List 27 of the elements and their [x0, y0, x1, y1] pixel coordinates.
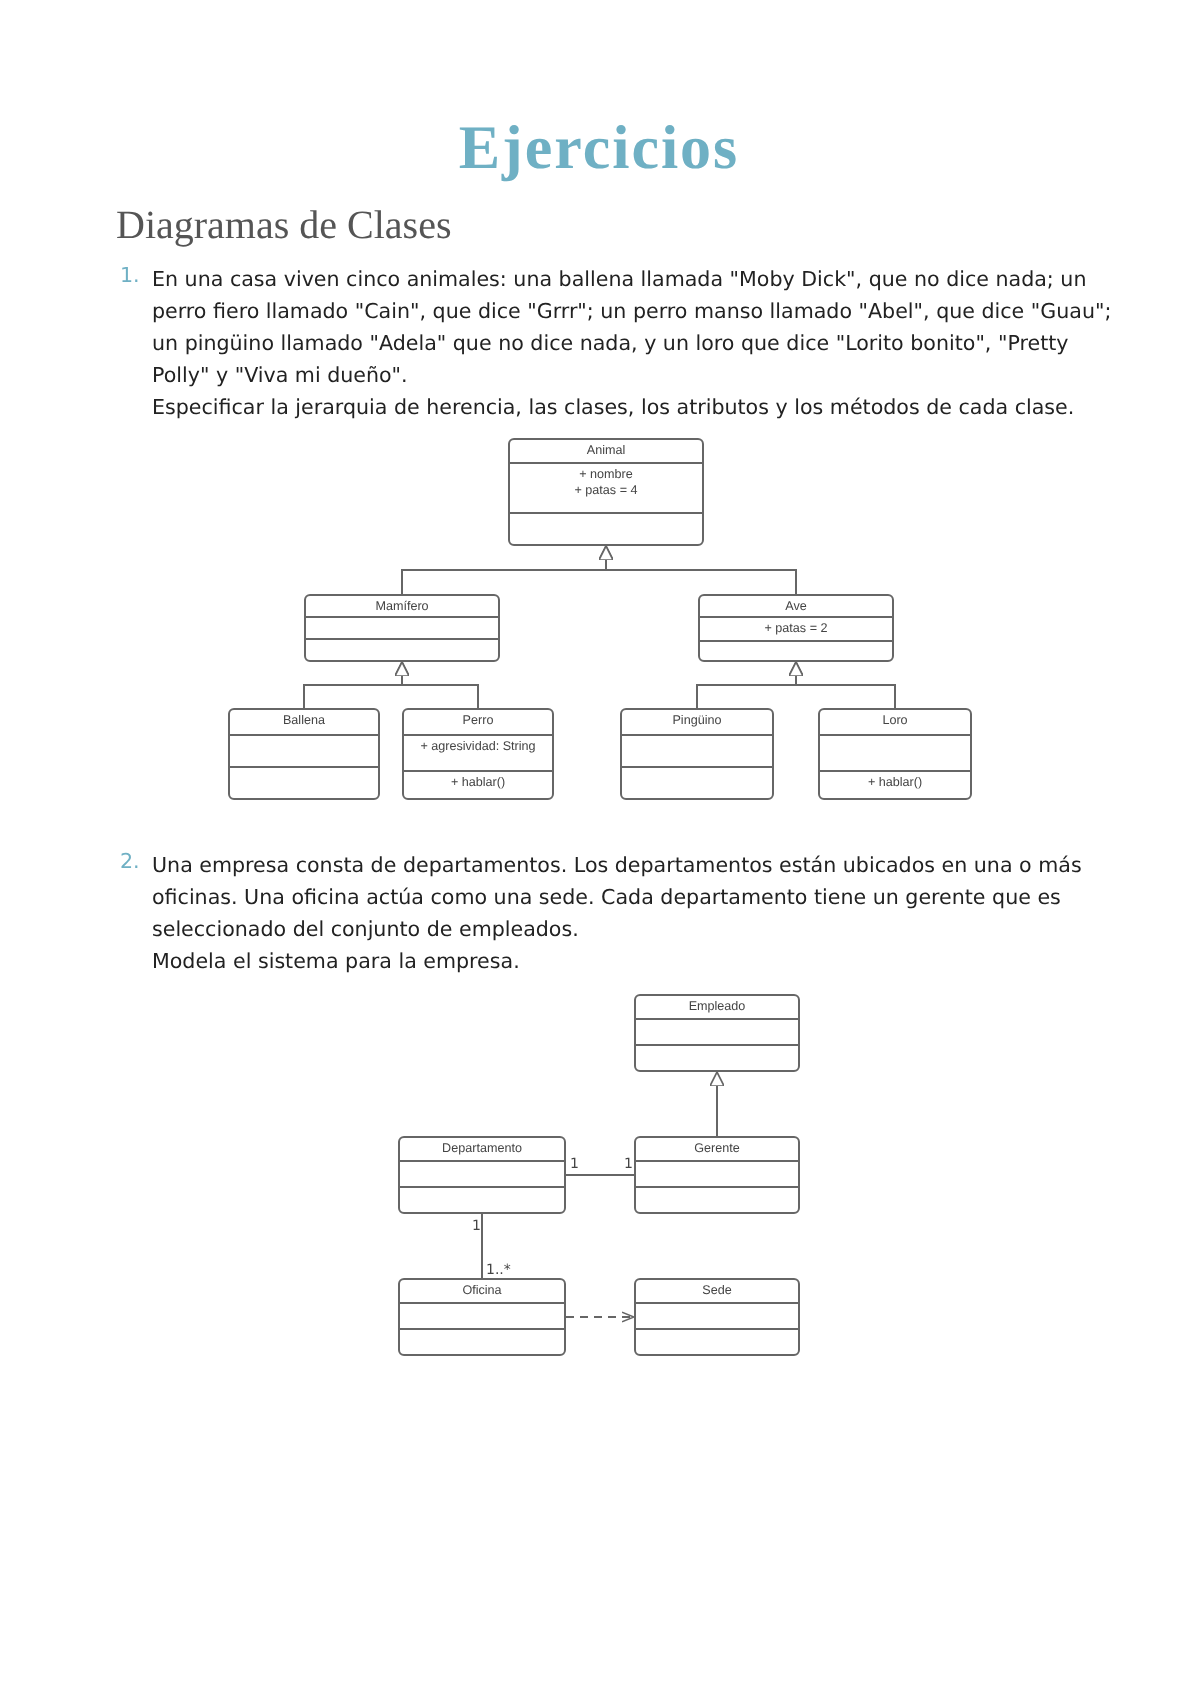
- class-box: [818, 708, 972, 800]
- inheritance-arrow: [788, 661, 896, 709]
- section-heading: Diagramas de Clases: [116, 204, 452, 250]
- class-box: [620, 708, 774, 800]
- association-line: [481, 1213, 483, 1279]
- page-title: Ejercicios: [456, 112, 742, 184]
- inheritance-arrow: [709, 1071, 725, 1137]
- class-box: [698, 594, 894, 662]
- dependency-arrow: [565, 1311, 635, 1323]
- list-number: 1.: [120, 264, 140, 288]
- class-box: [634, 1136, 800, 1214]
- class-box: [304, 594, 500, 662]
- class-box: [402, 708, 554, 800]
- list-number: 2.: [120, 850, 140, 874]
- association-line: [565, 1174, 635, 1176]
- class-box: [398, 1136, 566, 1214]
- paragraph: Modela el sistema para la empresa.: [152, 948, 522, 978]
- paragraph: Una empresa consta de departamentos. Los departamentos están ubicados en una o más oficinas. Una oficina actúa como una sede. Cada departamento tiene un gerente que es seleccionado del conjunto de empleados.: [152, 852, 1084, 946]
- paragraph: Especificar la jerarquia de herencia, las clases, los atributos y los métodos de cada clase.: [152, 394, 1077, 424]
- paragraph: En una casa viven cinco animales: una ballena llamada "Moby Dick", que no dice nada; un perro fiero llamado "Cain", que dice "Grrr"; un perro manso llamado "Abel", que dice "Guau"; un pingüino llamado "Adela" que no dice nada, y un loro que dice "Lorito bonito", "Pretty Polly" y "Viva mi dueño".: [152, 266, 1112, 392]
- class-box: [228, 708, 380, 800]
- class-box: [634, 994, 800, 1072]
- inheritance-arrow: [598, 545, 797, 595]
- inheritance-arrow: [394, 661, 479, 709]
- class-box: [634, 1278, 800, 1356]
- class-box: [508, 438, 704, 546]
- class-box: [398, 1278, 566, 1356]
